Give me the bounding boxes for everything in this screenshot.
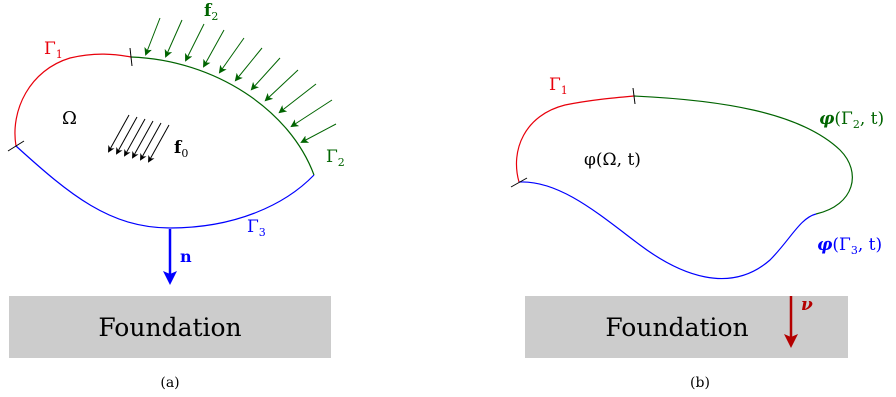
traction-arrow	[218, 37, 245, 74]
gamma2-boundary-a	[130, 56, 315, 176]
label-phi-gamma3: φ(Γ3, t)	[817, 235, 882, 257]
panel-b: Γ1 φ(Ω, t) φ(Γ2, t) φ(Γ3, t) Foundation …	[510, 75, 884, 391]
boundary-tick-a-1	[7, 140, 25, 152]
panel-a: Γ1 f2 Ω f0 Γ2 Γ3 n Foundation (a)	[7, 1, 345, 391]
label-normal-n: n	[180, 247, 192, 266]
label-gamma3-a: Γ3	[247, 217, 266, 239]
label-f2: f2	[204, 1, 218, 23]
traction-arrow	[264, 69, 299, 102]
gamma3-boundary-b	[518, 181, 817, 280]
gamma3-boundary-a	[15, 145, 315, 229]
gamma1-boundary-a	[14, 53, 132, 147]
label-nu: ν	[801, 295, 813, 315]
label-phi-omega: φ(Ω, t)	[584, 150, 641, 170]
traction-arrow	[278, 83, 317, 114]
gamma2-boundary-b	[633, 95, 853, 215]
body-force-arrows-f0	[108, 114, 170, 163]
boundary-tick-b-1	[510, 177, 528, 188]
traction-arrow	[250, 57, 281, 91]
body-force-arrow	[124, 118, 146, 157]
boundary-tick-b-2	[632, 87, 636, 105]
body-force-arrow	[140, 122, 162, 161]
label-f0: f0	[174, 138, 188, 160]
label-gamma1-a: Γ1	[44, 39, 63, 61]
gamma1-boundary-b	[515, 95, 635, 183]
body-force-arrow	[116, 116, 138, 155]
traction-arrow	[164, 19, 183, 58]
body-force-arrow	[132, 120, 154, 159]
boundary-tick-a-2	[129, 47, 133, 67]
label-omega: Ω	[62, 108, 77, 129]
traction-arrow	[144, 17, 161, 56]
caption-a: (a)	[160, 375, 179, 391]
body-force-arrow	[148, 124, 170, 163]
label-gamma1-b: Γ1	[549, 75, 568, 97]
label-gamma2-a: Γ2	[326, 147, 345, 169]
traction-arrow	[290, 99, 333, 128]
traction-arrow	[234, 47, 263, 82]
foundation-block-a	[9, 296, 331, 358]
traction-arrow	[300, 123, 337, 143]
body-force-arrow	[108, 114, 130, 153]
caption-b: (b)	[690, 375, 710, 391]
foundation-label-b: Foundation	[605, 313, 748, 342]
traction-arrow	[203, 29, 225, 68]
traction-arrow	[185, 23, 205, 62]
traction-arrows-f2	[144, 17, 337, 143]
label-phi-gamma2: φ(Γ2, t)	[819, 109, 884, 131]
foundation-label-a: Foundation	[98, 313, 241, 342]
